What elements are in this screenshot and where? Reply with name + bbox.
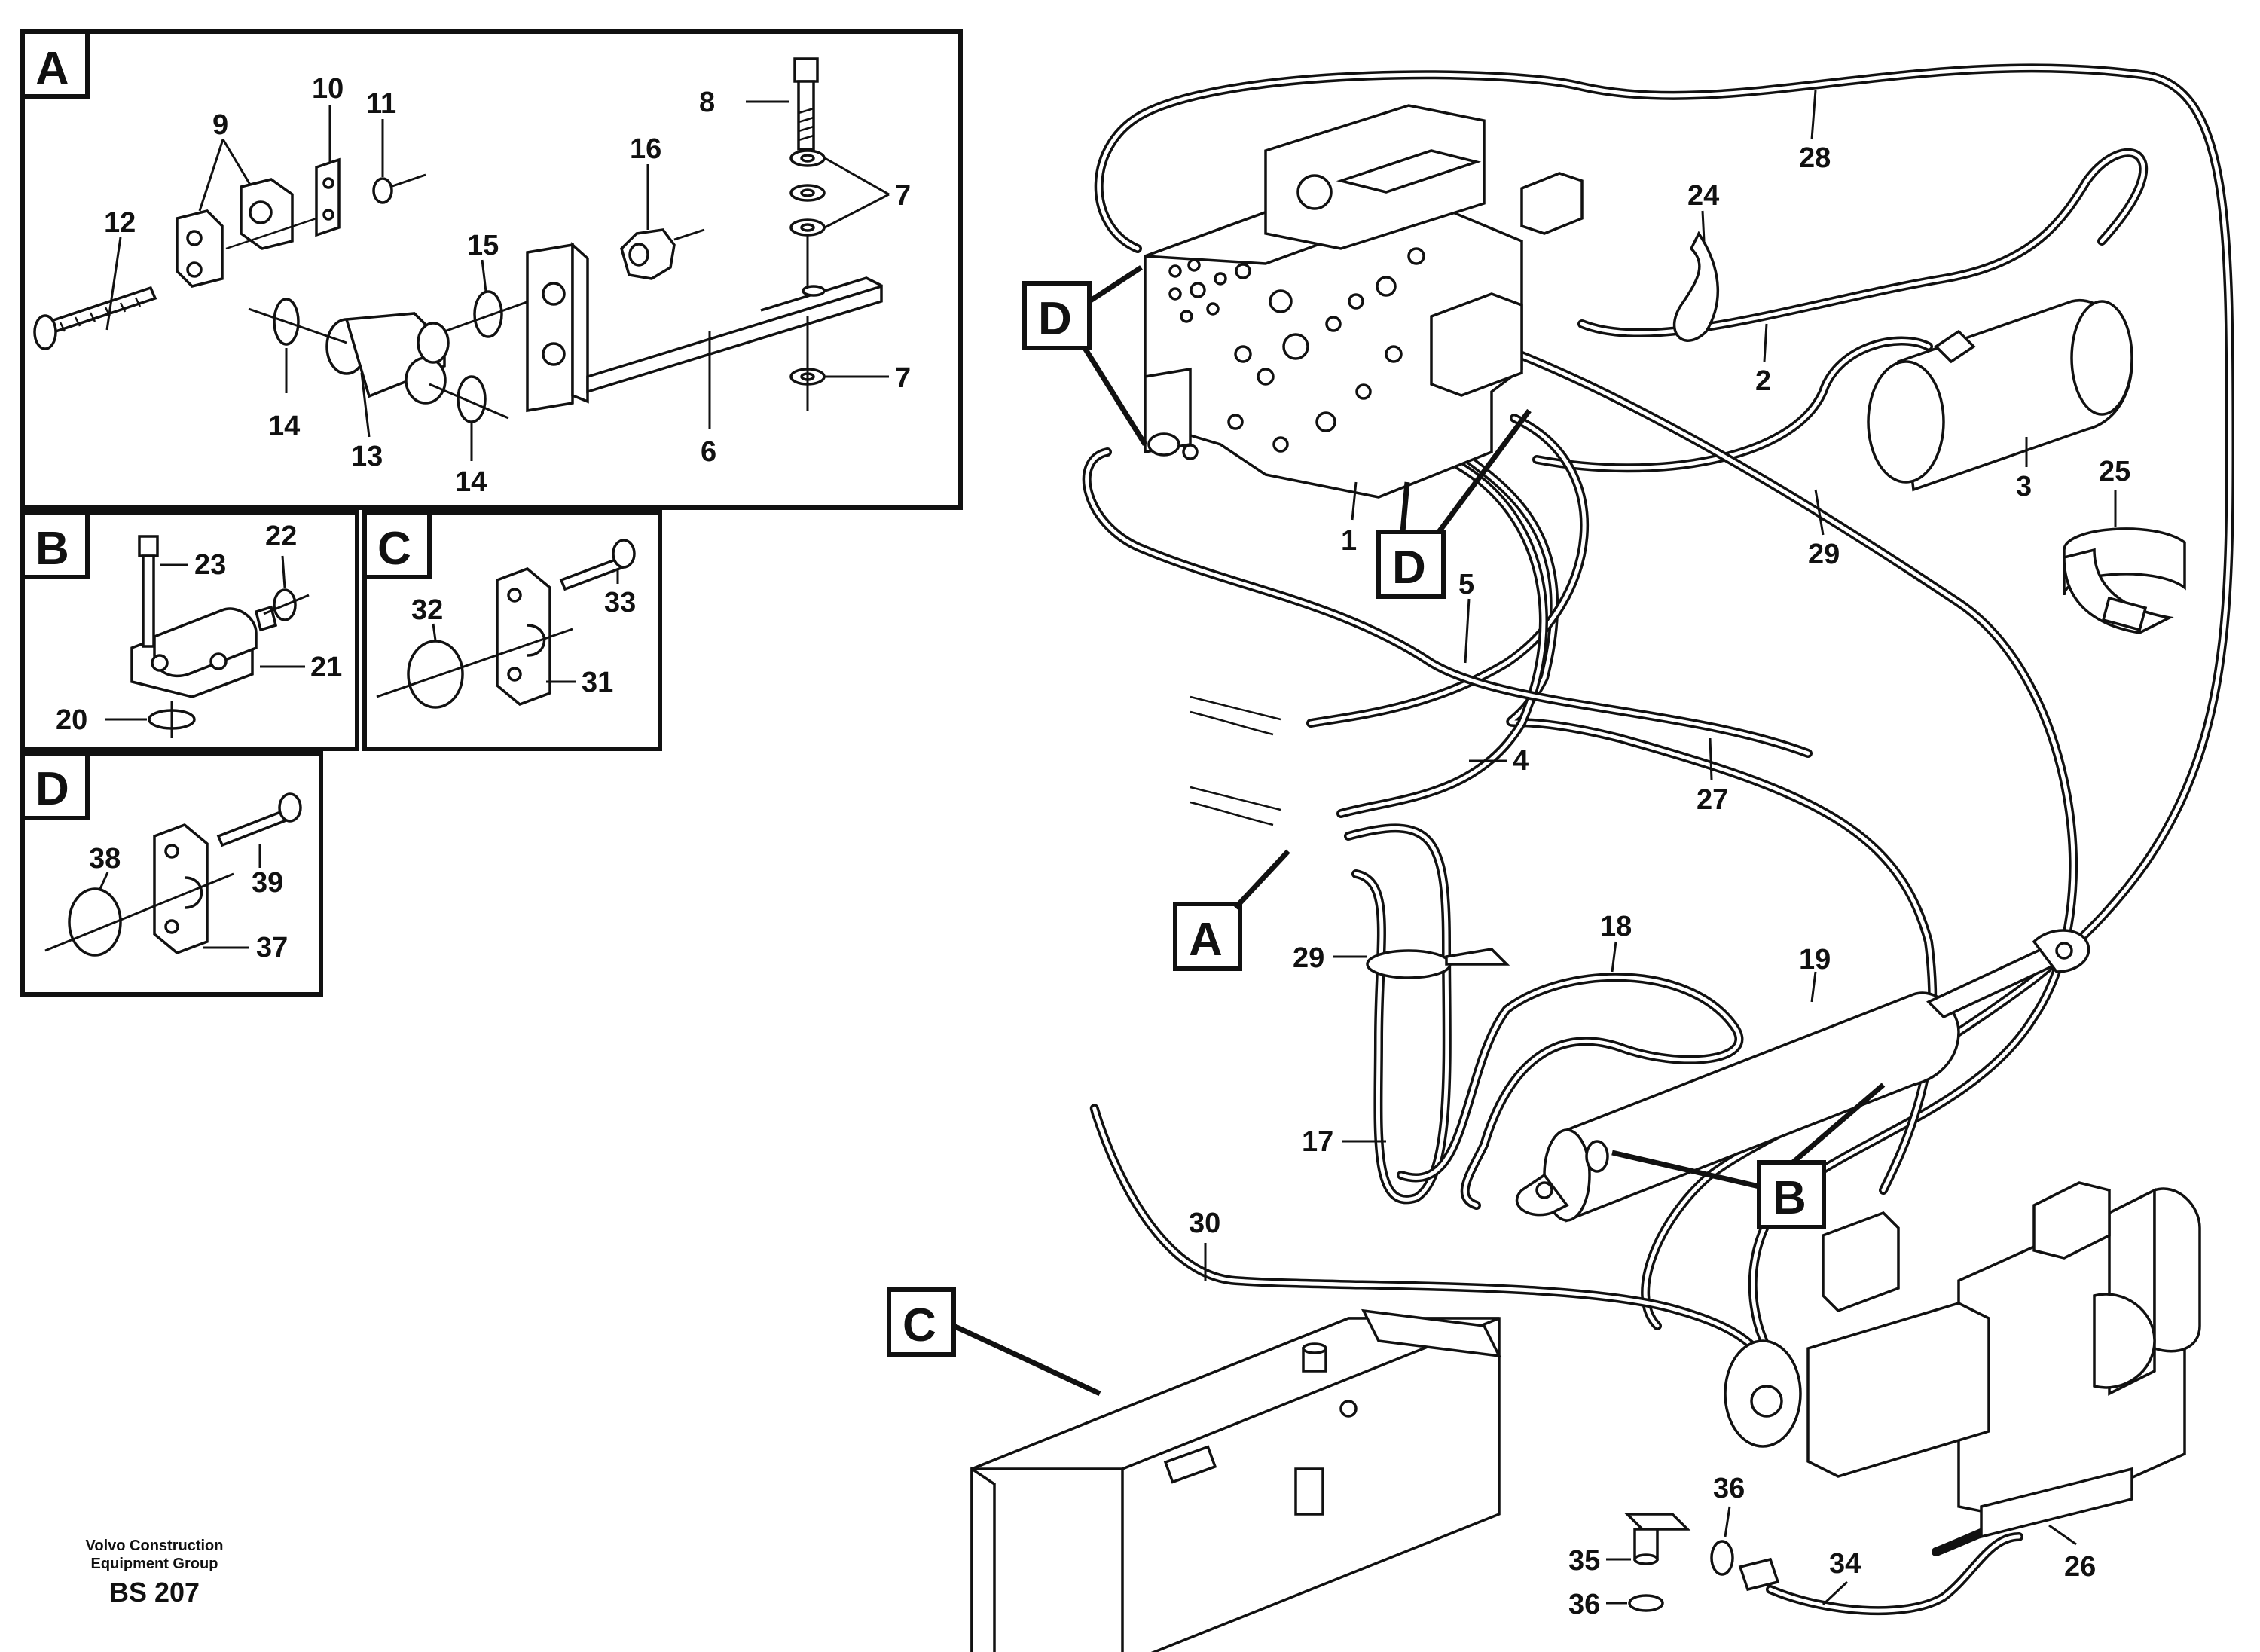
main-assembly: D D A B C [887,63,2234,1652]
washers-7 [789,149,826,411]
hose-fitting-34 [1738,1557,1780,1592]
tee-fitting-35 [1623,1513,1691,1565]
callout-32: 32 [411,594,443,626]
marker-b: B [1611,1083,1886,1229]
callout-19: 19 [1799,944,1831,976]
o-ring-38 [68,887,122,957]
callout-16: 16 [630,133,661,165]
detail-box-d: D 38 39 37 [20,751,323,997]
strap-clamp-25 [2063,527,2186,634]
callout-18: 18 [1600,911,1632,942]
callout-12: 12 [104,207,136,239]
callout-29-upper: 29 [1808,539,1840,570]
flange-half-31 [496,567,551,706]
valve-ports [1168,247,1425,460]
callout-22: 22 [265,521,297,552]
nut-16 [620,228,705,280]
plate-10 [315,157,341,237]
marker-d-upper: D [1022,265,1147,446]
marker-d-lower: D [1376,408,1532,599]
detail-box-c: C 32 33 31 [362,510,662,751]
o-ring-36-lower [1628,1594,1664,1612]
detail-box-d-letter: D [35,763,69,815]
detail-box-c-letter: C [377,523,411,575]
callout-6: 6 [701,436,716,468]
marker-c: C [887,1287,1101,1397]
callout-29-lower: 29 [1293,942,1324,974]
callout-38: 38 [89,843,121,875]
marker-b-letter: B [1773,1172,1806,1224]
callout-33: 33 [604,587,636,618]
callout-3: 3 [2016,471,2032,502]
marker-a: A [1173,849,1290,971]
callout-25: 25 [2099,456,2130,487]
screw-12 [33,286,157,350]
detail-box-b: B 23 22 21 20 [20,510,359,751]
drawing-code: BS 207 [109,1577,200,1608]
callout-35: 35 [1568,1545,1600,1577]
marker-d-lower-letter: D [1392,542,1426,594]
callout-34: 34 [1829,1548,1861,1580]
callout-4: 4 [1513,745,1529,777]
publisher-block: Volvo Construction Equipment Group BS 20… [86,1537,224,1608]
callout-39: 39 [252,867,283,899]
bolt-8 [793,57,819,151]
callout-15: 15 [467,230,499,261]
callout-17: 17 [1302,1126,1333,1158]
publisher-line-1: Volvo Construction [86,1537,224,1554]
callout-37: 37 [256,932,288,963]
callout-10: 10 [312,73,344,105]
hose-clip-24 [1673,231,1720,342]
callout-1: 1 [1341,525,1357,557]
elbow-fitting-13 [325,312,450,405]
marker-a-letter: A [1189,914,1223,966]
callout-36-lower: 36 [1568,1589,1600,1620]
marker-c-letter: C [902,1299,936,1351]
screw-33 [559,539,636,591]
callout-28: 28 [1799,142,1831,174]
washer-11 [372,173,426,204]
callout-20: 20 [56,704,87,736]
callout-5: 5 [1458,569,1474,600]
publisher-line-2: Equipment Group [91,1556,218,1572]
o-ring-15 [473,290,503,338]
callout-8: 8 [699,87,715,118]
detail-box-b-letter: B [35,523,69,575]
callout-14-left: 14 [268,411,300,442]
detail-box-a: A [20,29,963,510]
callout-21: 21 [310,652,342,683]
marker-d-upper-letter: D [1038,293,1072,345]
screw-23 [138,535,159,648]
callout-14-right: 14 [455,466,487,498]
callout-36-upper: 36 [1713,1473,1745,1504]
control-valve-1 [1144,104,1584,499]
flange-half-37 [153,823,209,954]
callout-11: 11 [366,88,396,120]
pump-unit [1724,1181,2201,1539]
callout-9: 9 [212,109,228,141]
hydraulic-tank [970,1308,1502,1652]
accumulator-3 [1867,298,2133,492]
o-ring-32 [407,640,464,709]
o-ring-14-right [457,375,487,423]
callout-7-upper: 7 [895,180,911,212]
callout-7-lower: 7 [895,362,911,394]
callout-2: 2 [1755,365,1771,397]
detail-box-a-letter: A [35,43,69,95]
callout-27: 27 [1697,784,1728,816]
callout-31: 31 [582,667,613,698]
callout-13: 13 [351,441,383,472]
callout-26: 26 [2064,1551,2096,1583]
callout-24: 24 [1687,180,1719,212]
bracket-6 [526,242,883,413]
valve-block-21 [130,605,278,698]
callout-30: 30 [1189,1208,1220,1239]
hose-clip-29-lower [1366,948,1510,979]
callout-23: 23 [194,549,226,581]
o-ring-36-upper [1710,1540,1734,1576]
screw-39 [216,792,302,847]
